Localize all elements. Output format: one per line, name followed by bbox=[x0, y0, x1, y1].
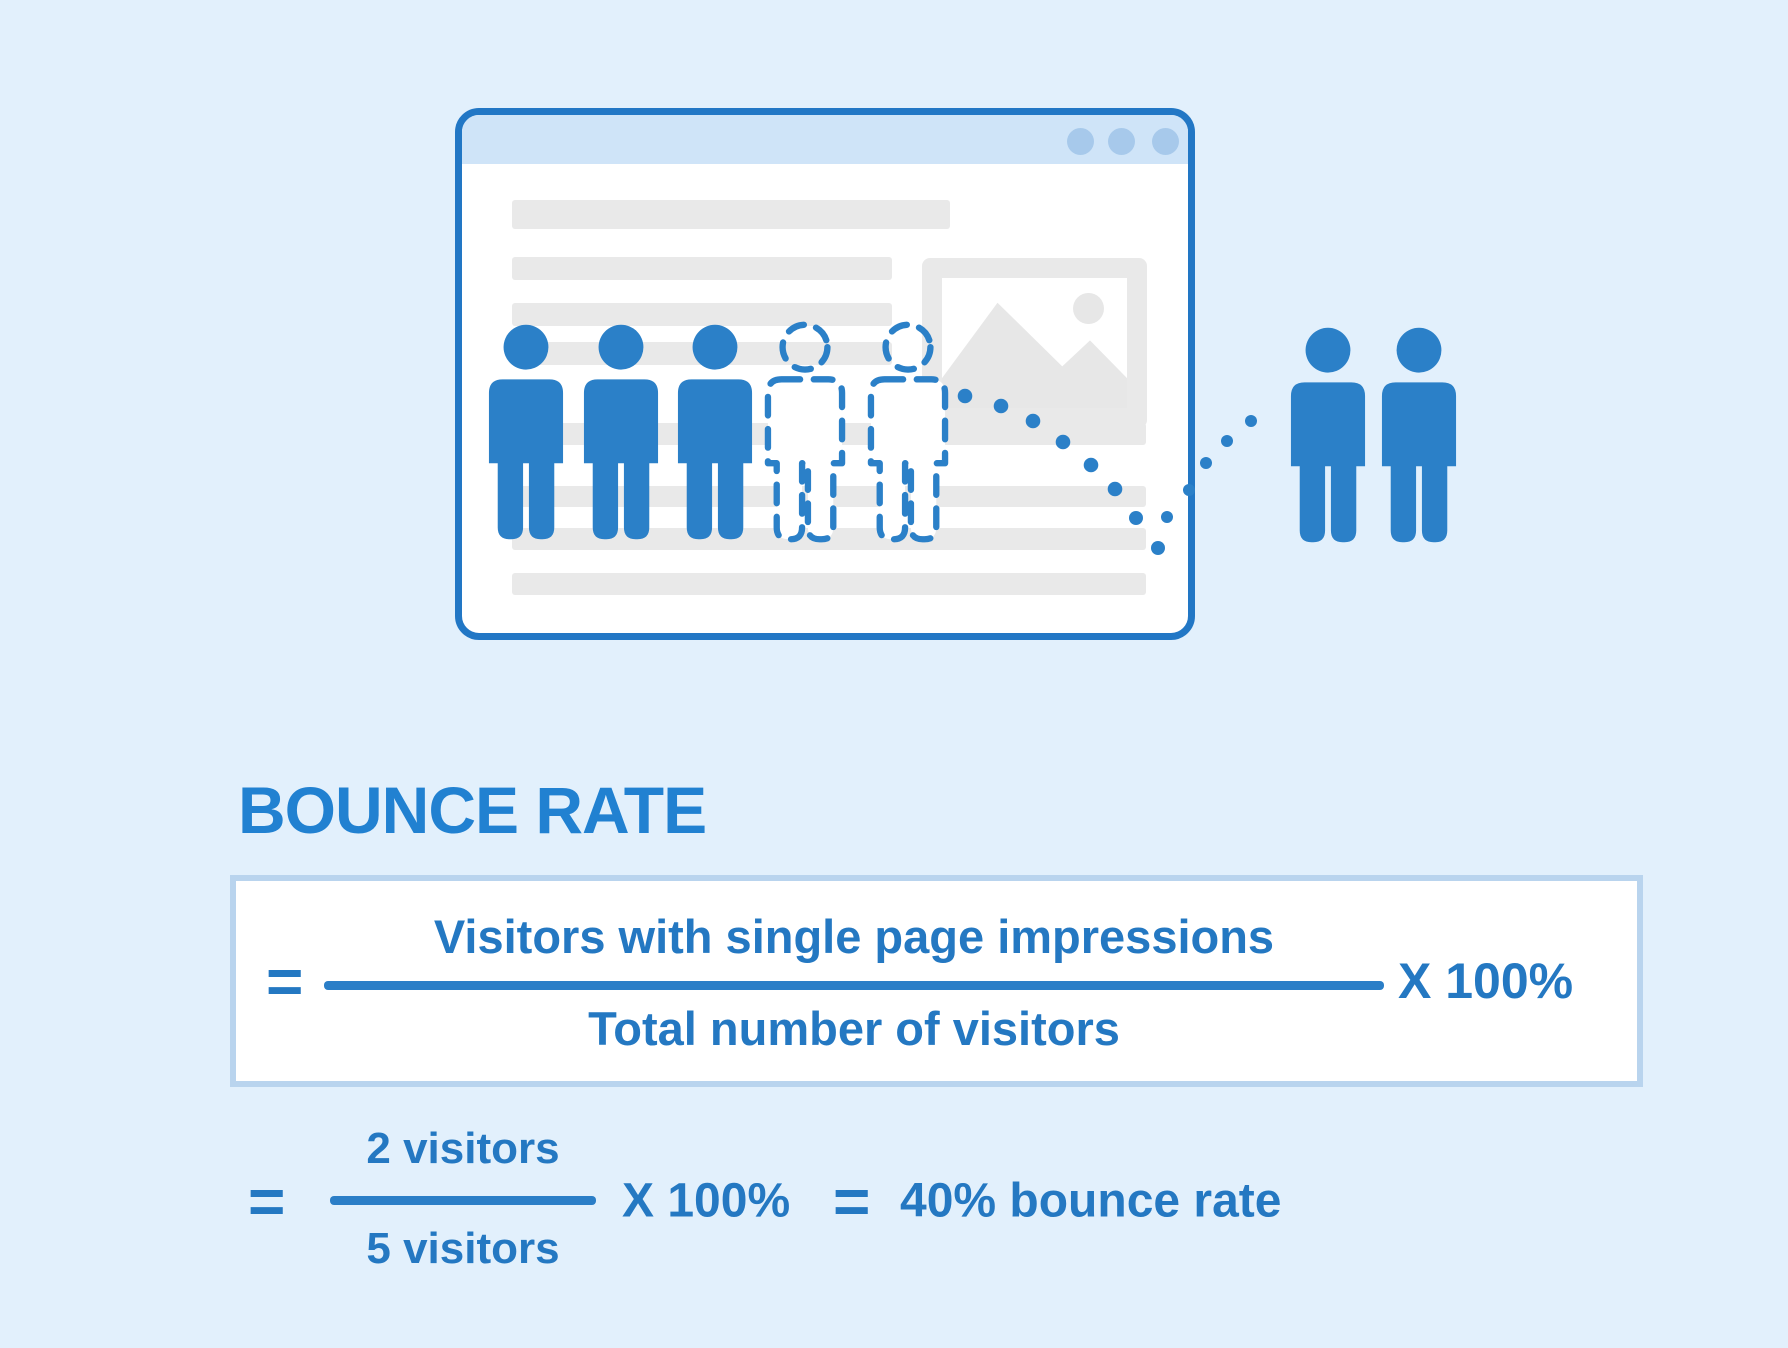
visitor-solid-icon bbox=[677, 324, 753, 540]
bounce-trajectory-dotted-icon bbox=[957, 388, 1257, 555]
text-placeholder-line bbox=[512, 573, 1146, 595]
equals-sign: = bbox=[248, 1165, 286, 1237]
equals-sign: = bbox=[833, 1165, 871, 1237]
image-placeholder-icon bbox=[922, 258, 1147, 428]
visitor-bounced-dashed-icon bbox=[869, 322, 947, 542]
fraction-bar bbox=[324, 981, 1384, 990]
visitor-left-site-icon bbox=[1290, 327, 1366, 543]
visitor-solid-icon bbox=[583, 324, 659, 540]
multiplier-label: X 100% bbox=[1398, 953, 1574, 1009]
titlebar-dot-icon bbox=[1067, 128, 1094, 155]
text-placeholder-line bbox=[512, 200, 950, 229]
visitor-left-site-icon bbox=[1381, 327, 1457, 543]
formula-fraction: Visitors with single page impressions To… bbox=[324, 881, 1384, 1081]
visitor-solid-icon bbox=[488, 324, 564, 540]
sun-icon bbox=[1073, 293, 1104, 324]
formula-numerator: Visitors with single page impressions bbox=[433, 910, 1275, 963]
formula-denominator: Total number of visitors bbox=[588, 1002, 1120, 1055]
multiplier-label: X 100% bbox=[622, 1174, 791, 1228]
titlebar-dot-icon bbox=[1152, 128, 1179, 155]
fraction-bar bbox=[330, 1196, 596, 1205]
visitor-bounced-dashed-icon bbox=[766, 322, 844, 542]
equals-sign: = bbox=[266, 945, 304, 1017]
image-placeholder-frame bbox=[942, 278, 1127, 408]
text-placeholder-line bbox=[512, 303, 892, 326]
example-numerator: 2 visitors bbox=[366, 1124, 560, 1173]
titlebar-dot-icon bbox=[1108, 128, 1135, 155]
page-title: BOUNCE RATE bbox=[238, 773, 707, 847]
example-result: 40% bounce rate bbox=[900, 1174, 1282, 1228]
example-denominator: 5 visitors bbox=[366, 1224, 560, 1273]
browser-titlebar bbox=[462, 115, 1188, 164]
text-placeholder-line bbox=[512, 257, 892, 280]
bounce-rate-formula-box: = Visitors with single page impressions … bbox=[230, 875, 1643, 1087]
